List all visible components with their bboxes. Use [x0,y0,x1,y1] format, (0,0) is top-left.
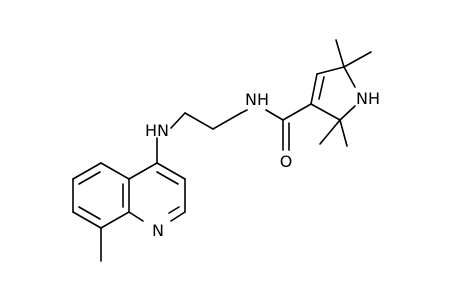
gem-dimethyl-bottom [319,119,348,147]
ring-nh-label: NH [356,89,380,108]
benzo-ring [72,162,130,229]
ethylene-linker [170,109,248,130]
amide-nh-label: NH [245,90,269,109]
amide-group [265,103,312,151]
quinoline-n-label: N [152,221,164,240]
pyridine-ring [128,162,186,222]
carbonyl-o-label: O [280,152,293,171]
pyrroline-ring [310,66,356,121]
amine-nh-label: HN [145,121,169,140]
gem-dimethyl-top [335,39,372,68]
